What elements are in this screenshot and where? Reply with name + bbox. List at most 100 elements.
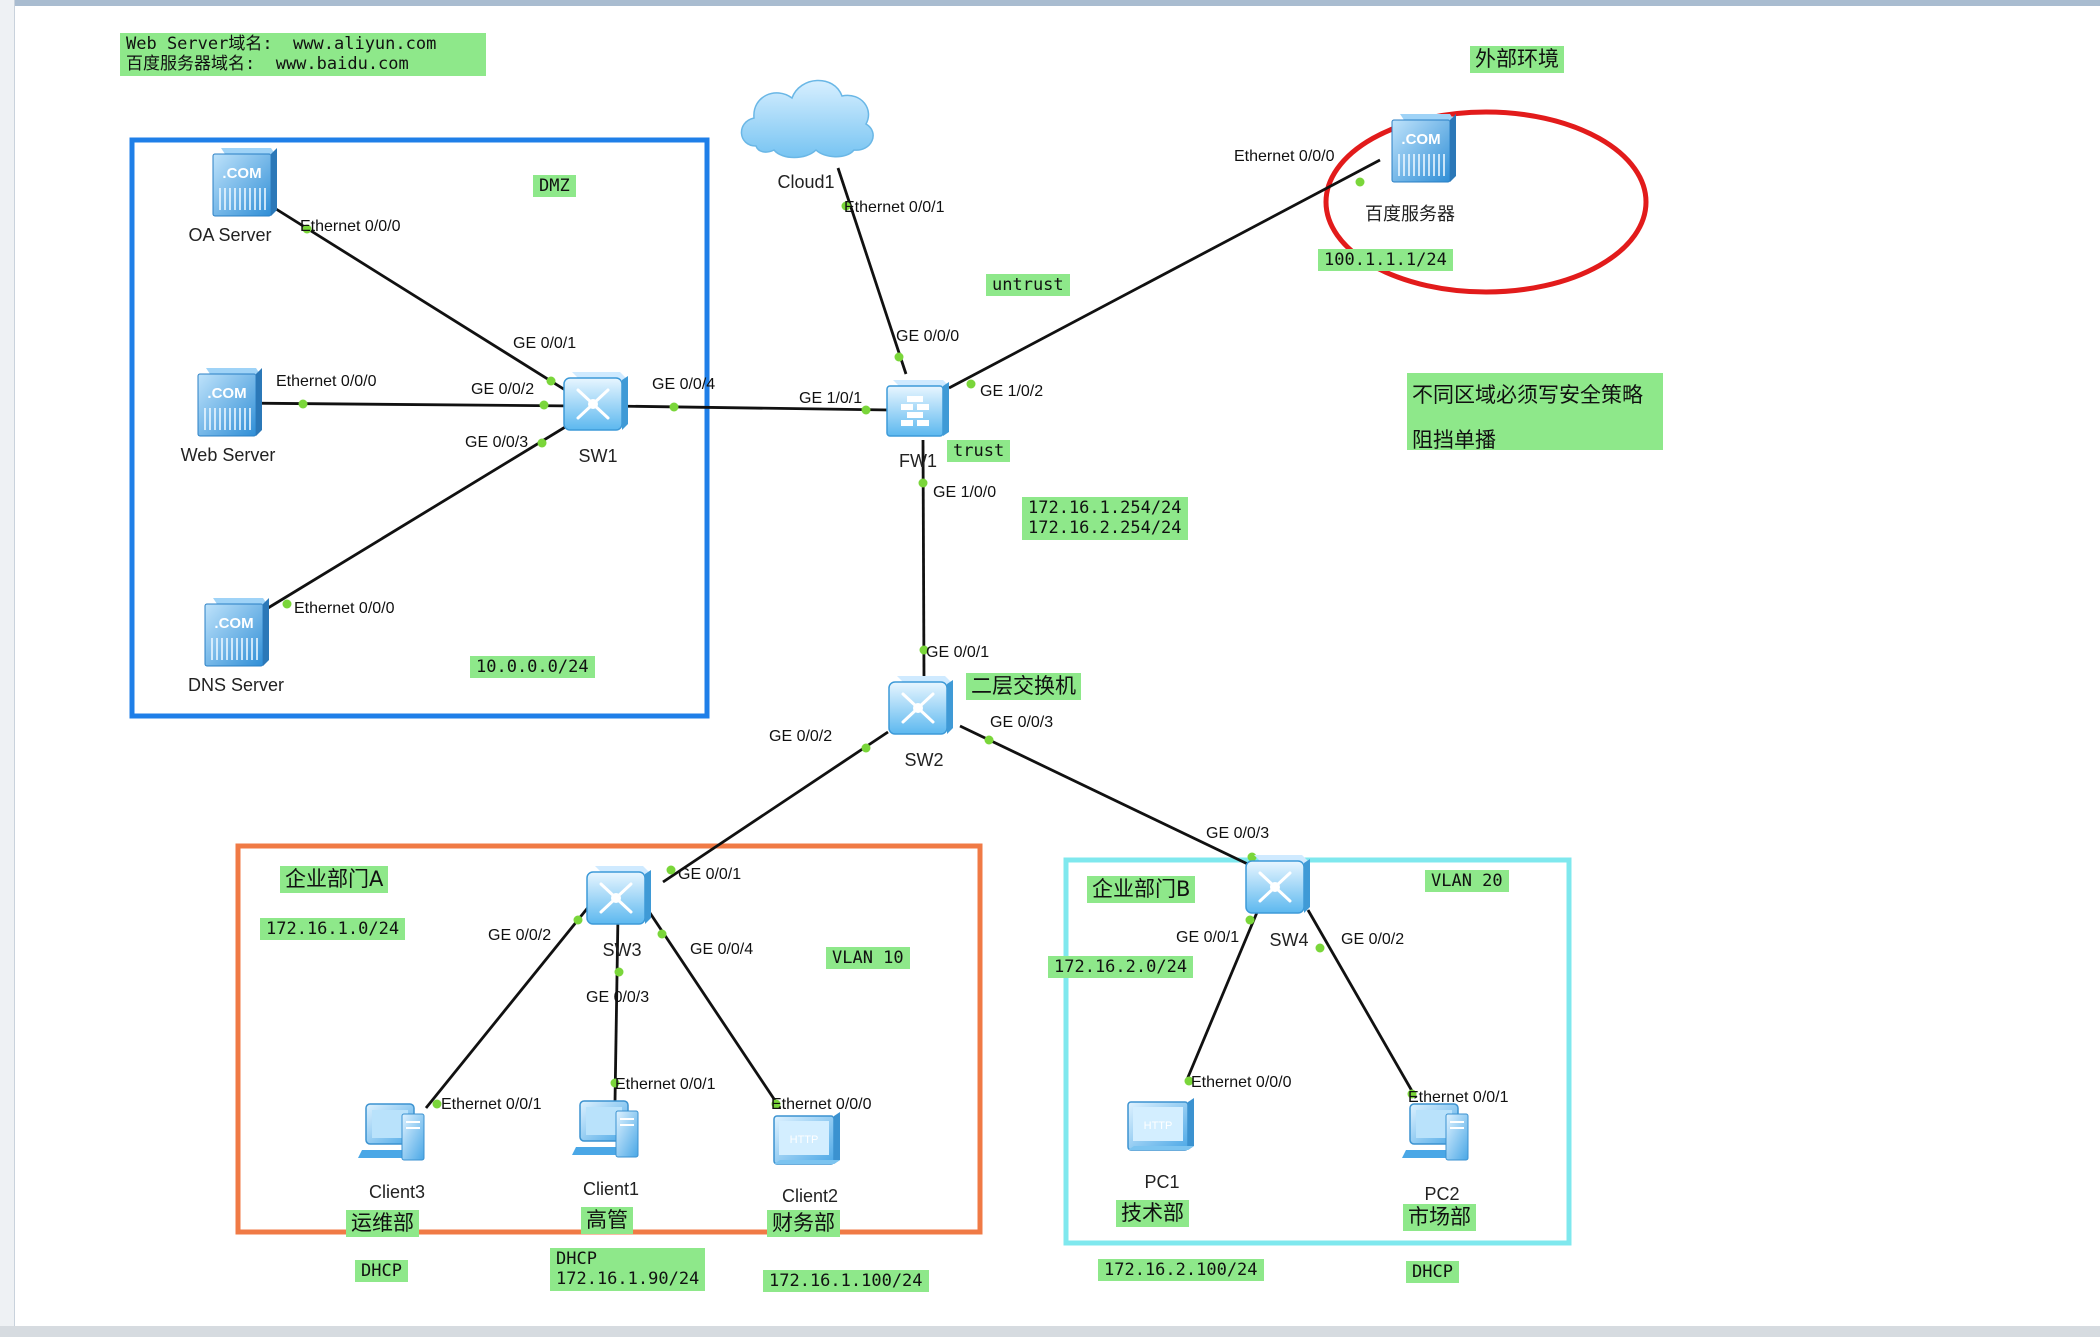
link-dns-sw1	[267, 416, 581, 610]
client2-http-client-icon[interactable]	[773, 1111, 841, 1165]
port-label: Ethernet 0/0/1	[615, 1076, 716, 1093]
dept-a-note: 企业部门A	[280, 866, 389, 894]
link-sw2-sw3	[662, 730, 889, 884]
link-sw3-client3	[424, 904, 592, 1109]
port-label: GE 1/0/2	[980, 383, 1043, 400]
client1-pc-icon[interactable]	[571, 1100, 639, 1158]
client2-label: Client2	[782, 1186, 838, 1206]
sw4-switch-icon[interactable]	[1244, 853, 1312, 915]
dept-b-network-note: 172.16.2.0/24	[1048, 956, 1194, 979]
pc2-pc-icon[interactable]	[1401, 1103, 1469, 1161]
port-label: Ethernet 0/0/0	[1234, 148, 1335, 165]
sw3-label: SW3	[602, 940, 641, 960]
sw1-switch-icon[interactable]	[562, 370, 630, 432]
dhcp-note: DHCP	[355, 1260, 408, 1283]
port-dots	[282, 177, 1417, 1109]
fw-ip-note: 172.16.1.254/24 172.16.2.254/24	[1022, 497, 1188, 540]
baidu-ip-note: 100.1.1.1/24	[1318, 249, 1453, 272]
dept-b-note: 企业部门B	[1087, 876, 1196, 904]
port-label: GE 0/0/2	[471, 381, 534, 398]
port-label: GE 0/0/3	[586, 989, 649, 1006]
sw1-label: SW1	[578, 446, 617, 466]
window-top-bar	[0, 0, 2100, 6]
link-cloud-fw1	[836, 167, 908, 375]
pc1-ip-note: 172.16.2.100/24	[1098, 1259, 1264, 1282]
dept-a-network-note: 172.16.1.0/24	[260, 918, 406, 941]
link-web-sw1	[231, 401, 578, 408]
jishu-dept-note: 技术部	[1116, 1200, 1189, 1228]
pc2-label: PC2	[1424, 1184, 1459, 1204]
port-label: GE 0/0/4	[690, 941, 753, 958]
client3-label: Client3	[369, 1182, 425, 1202]
port-label: GE 0/0/2	[769, 728, 832, 745]
baidu-server-icon[interactable]	[1391, 113, 1457, 183]
port-label: Ethernet 0/0/0	[1191, 1074, 1292, 1091]
topology-links	[231, 158, 1418, 1109]
sw3-switch-icon[interactable]	[585, 864, 653, 926]
port-label: Ethernet 0/0/1	[1408, 1089, 1509, 1106]
web-server-label: Web Server	[181, 445, 276, 465]
gaoguan-dept-note: 高管	[581, 1207, 633, 1235]
client1-label: Client1	[583, 1179, 639, 1199]
port-label: Ethernet 0/0/1	[844, 199, 945, 216]
pc1-http-client-icon[interactable]	[1127, 1097, 1195, 1151]
link-sw3-client1	[613, 913, 620, 1103]
port-label: GE 0/0/1	[926, 644, 989, 661]
dmz-note: DMZ	[533, 175, 576, 198]
port-label: Ethernet 0/0/1	[441, 1096, 542, 1113]
external-zone-circle	[1323, 109, 1649, 295]
link-sw1-fw1	[611, 404, 891, 412]
vlan20-note: VLAN 20	[1425, 870, 1509, 893]
port-label: GE 0/0/3	[1206, 825, 1269, 842]
sw2-label: SW2	[904, 750, 943, 770]
dept-b-zone-box	[1063, 857, 1572, 1246]
dhcp-note: DHCP	[1406, 1261, 1459, 1284]
link-sw4-pc1	[1184, 909, 1260, 1083]
fw1-label: FW1	[899, 451, 937, 471]
oa-server-icon[interactable]	[212, 147, 278, 217]
link-oa-sw1	[267, 202, 579, 400]
port-label: GE 0/0/1	[1176, 929, 1239, 946]
dns-server-icon[interactable]	[204, 597, 270, 667]
security-policy-note: 不同区域必须写安全策略 阻挡单播	[1407, 373, 1663, 452]
l2-switch-note: 二层交换机	[966, 673, 1081, 701]
dns-server-label: DNS Server	[188, 675, 284, 695]
web-server-icon[interactable]	[197, 367, 263, 437]
link-sw2-sw4	[959, 724, 1257, 870]
link-fw1-baidu	[948, 158, 1381, 390]
baidu-server-label: 百度服务器	[1365, 204, 1455, 224]
port-label: Ethernet 0/0/0	[771, 1096, 872, 1113]
client2-ip-note: 172.16.1.100/24	[763, 1270, 929, 1293]
dhcp-ip-note: DHCP 172.16.1.90/24	[550, 1248, 706, 1291]
link-sw4-pc2	[1306, 909, 1418, 1099]
dmz-zone-box	[129, 137, 710, 719]
port-label: Ethernet 0/0/0	[276, 373, 377, 390]
oa-server-label: OA Server	[188, 225, 271, 245]
window-left-ruler	[0, 0, 15, 1337]
port-label: Ethernet 0/0/0	[300, 218, 401, 235]
port-label: GE 0/0/1	[513, 335, 576, 352]
port-label: GE 0/0/2	[1341, 931, 1404, 948]
sw2-switch-icon[interactable]	[887, 674, 955, 736]
untrust-note: untrust	[986, 274, 1070, 297]
shichang-dept-note: 市场部	[1403, 1204, 1476, 1232]
trust-note: trust	[947, 440, 1011, 463]
port-label: GE 0/0/4	[652, 376, 715, 393]
cloud1-cloud-icon[interactable]	[740, 79, 874, 159]
port-label: GE 0/0/3	[465, 434, 528, 451]
port-label: GE 0/0/3	[990, 714, 1053, 731]
link-fw1-sw2	[921, 439, 926, 681]
cloud1-label: Cloud1	[777, 172, 834, 192]
fw1-firewall-icon[interactable]	[886, 379, 950, 437]
port-label: GE 0/0/2	[488, 927, 551, 944]
caiwu-dept-note: 财务部	[767, 1210, 840, 1238]
client3-pc-icon[interactable]	[357, 1103, 425, 1161]
pc1-label: PC1	[1144, 1172, 1179, 1192]
port-label: Ethernet 0/0/0	[294, 600, 395, 617]
port-label: GE 1/0/1	[799, 390, 862, 407]
vlan10-note: VLAN 10	[826, 947, 910, 970]
window-bottom-scrollbar[interactable]	[0, 1326, 2100, 1337]
yunwei-dept-note: 运维部	[346, 1210, 419, 1238]
external-env-note: 外部环境	[1470, 46, 1564, 74]
